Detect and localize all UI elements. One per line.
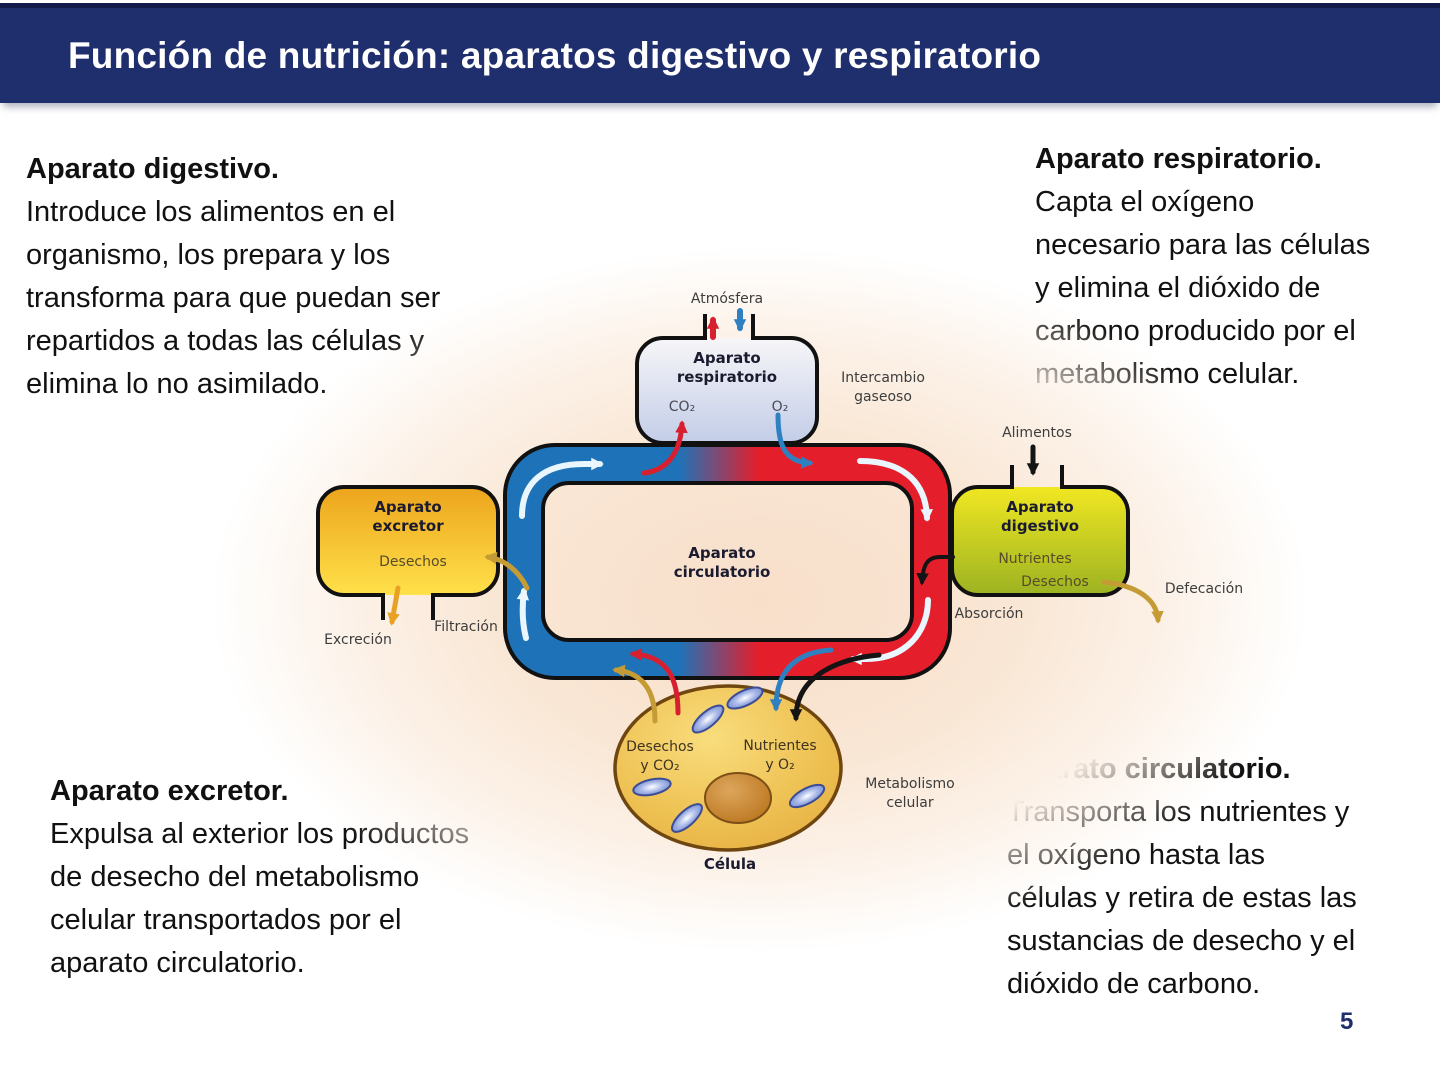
box-respiratorio	[635, 314, 819, 445]
nutrition-diagram: Atmósfera Aparato respiratorio CO₂ O₂ In…	[316, 291, 1243, 873]
label-o2: O₂	[772, 399, 789, 415]
organelle	[691, 704, 725, 734]
block-heading: Aparato respiratorio.	[1035, 143, 1322, 175]
cell	[613, 684, 843, 852]
label-excrecion: Excreción	[324, 632, 392, 648]
flow-arrow-bottom-left	[849, 597, 931, 666]
label-circulatorio-2: circulatorio	[674, 563, 771, 581]
flow-arrow-top-right	[519, 457, 604, 519]
box-digestivo-border	[950, 465, 1130, 597]
co2-to-lungs-arrow	[641, 420, 688, 476]
box-respiratorio-border	[635, 314, 819, 445]
label-defecacion: Defecación	[1165, 581, 1243, 597]
box-digestivo	[950, 465, 1130, 597]
o2-to-blood-arrow	[775, 412, 814, 469]
label-cell-desechos-1: Desechos	[626, 739, 694, 755]
nutrientes-absorption-arrow	[916, 555, 955, 586]
page-number: 5	[1340, 1008, 1354, 1035]
label-co2: CO₂	[669, 399, 695, 415]
label-intercambio-1: Intercambio	[841, 370, 925, 386]
cell-co2-arrow	[629, 648, 681, 716]
cell-o2-arrow	[769, 647, 834, 712]
cell-nutrientes-arrow	[789, 652, 882, 722]
page-title: Función de nutrición: aparatos digestivo…	[68, 34, 1042, 76]
label-atmosfera: Atmósfera	[691, 291, 763, 307]
organelle	[632, 777, 672, 797]
label-cell-nutrientes-2: y O₂	[765, 757, 794, 773]
excrecion-arrow	[387, 585, 401, 626]
flow-arrow-left-up	[516, 587, 530, 641]
defecacion-arrow	[1101, 579, 1164, 624]
label-cell-desechos-2: y CO₂	[640, 758, 679, 774]
cell-membrane	[613, 684, 843, 852]
block-heading: Aparato digestivo.	[26, 153, 279, 185]
slide-header: Función de nutrición: aparatos digestivo…	[0, 3, 1440, 103]
filtracion-arrow	[484, 551, 530, 591]
cell-nucleus	[704, 772, 772, 824]
label-respiratorio-1: Aparato	[693, 349, 760, 367]
label-circulatorio-1: Aparato	[688, 544, 755, 562]
box-excretor-border	[316, 485, 500, 620]
label-excretor-1: Aparato	[374, 498, 441, 516]
cell-desechos-arrow	[612, 664, 658, 724]
cell-organelles	[632, 686, 826, 833]
label-metabolismo-2: celular	[886, 795, 934, 811]
label-excretor-desechos: Desechos	[379, 554, 447, 570]
box-excretor	[316, 485, 500, 620]
label-digestivo-2: digestivo	[1001, 517, 1079, 535]
label-digestivo-desechos: Desechos	[1021, 574, 1089, 590]
label-metabolismo-1: Metabolismo	[865, 776, 955, 792]
organelle	[671, 803, 703, 833]
label-excretor-2: excretor	[372, 517, 444, 535]
label-alimentos: Alimentos	[1002, 425, 1072, 441]
label-respiratorio-2: respiratorio	[677, 368, 777, 386]
label-digestivo-1: Aparato	[1006, 498, 1073, 516]
organelle	[726, 686, 764, 710]
label-cell-nutrientes-1: Nutrientes	[743, 738, 816, 754]
label-intercambio-2: gaseoso	[854, 389, 912, 405]
blood-flow-arrows	[516, 457, 934, 666]
label-celula: Célula	[704, 855, 756, 873]
label-filtracion: Filtración	[434, 619, 498, 635]
exchange-arrows	[387, 308, 1164, 724]
organelle	[788, 783, 826, 809]
flow-arrow-right-down	[857, 458, 934, 522]
label-absorcion: Absorción	[955, 606, 1024, 622]
diagram-labels: Atmósfera Aparato respiratorio CO₂ O₂ In…	[324, 291, 1243, 873]
label-digestivo-nutrientes: Nutrientes	[998, 551, 1071, 567]
